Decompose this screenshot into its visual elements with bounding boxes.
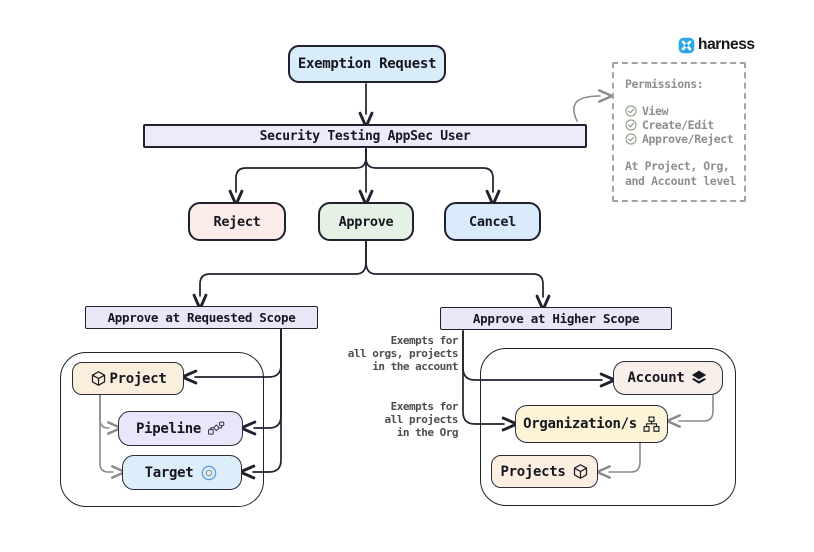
node-reject: Reject xyxy=(188,202,286,241)
node-label: Projects xyxy=(500,463,566,480)
permissions-title: Permissions: xyxy=(625,77,704,91)
harness-logo: harness xyxy=(678,36,755,54)
permission-label: Approve/Reject xyxy=(642,132,734,146)
node-label: Organization/s xyxy=(523,416,637,432)
permission-label: View xyxy=(642,104,669,118)
higher-scope-container xyxy=(480,348,736,506)
permissions-panel: Permissions: View Create/Edit Approve/Re… xyxy=(612,62,746,202)
node-cancel: Cancel xyxy=(444,202,541,241)
node-approve: Approve xyxy=(318,202,414,241)
check-circle-icon xyxy=(625,133,637,145)
node-label: Target xyxy=(144,464,194,481)
check-circle-icon xyxy=(625,119,637,131)
pipeline-dag-icon xyxy=(207,420,225,437)
target-circles-icon xyxy=(199,463,219,483)
node-appsec-user: Security Testing AppSec User xyxy=(143,124,587,148)
node-target: Target xyxy=(122,455,242,490)
org-chart-icon xyxy=(643,415,660,433)
cube-icon xyxy=(572,463,589,480)
permissions-scope-note: At Project, Org, and Account level xyxy=(625,159,736,188)
node-exemption-request: Exemption Request xyxy=(288,45,446,83)
node-label: Project xyxy=(109,370,167,387)
node-approve-higher-scope: Approve at Higher Scope xyxy=(440,307,672,330)
node-projects: Projects xyxy=(491,455,598,488)
permission-label: Create/Edit xyxy=(642,118,714,132)
node-pipeline: Pipeline xyxy=(118,411,243,446)
permission-item: View xyxy=(625,104,740,118)
node-label: Account xyxy=(627,370,685,386)
layers-icon xyxy=(690,369,708,387)
node-label: Pipeline xyxy=(135,420,202,437)
brand-name: harness xyxy=(698,36,755,53)
node-organizations: Organization/s xyxy=(515,405,668,443)
permission-item: Create/Edit xyxy=(625,118,740,132)
cube-icon xyxy=(90,370,107,387)
node-project: Project xyxy=(72,362,184,395)
node-approve-requested-scope: Approve at Requested Scope xyxy=(85,306,318,329)
permission-item: Approve/Reject xyxy=(625,132,740,146)
check-circle-icon xyxy=(625,105,637,117)
harness-logo-icon xyxy=(678,37,695,54)
annotation-org-exemption: Exempts for all projects in the Org xyxy=(384,400,459,439)
node-account: Account xyxy=(613,361,723,395)
annotation-account-exemption: Exempts for all orgs, projects in the ac… xyxy=(347,334,459,373)
